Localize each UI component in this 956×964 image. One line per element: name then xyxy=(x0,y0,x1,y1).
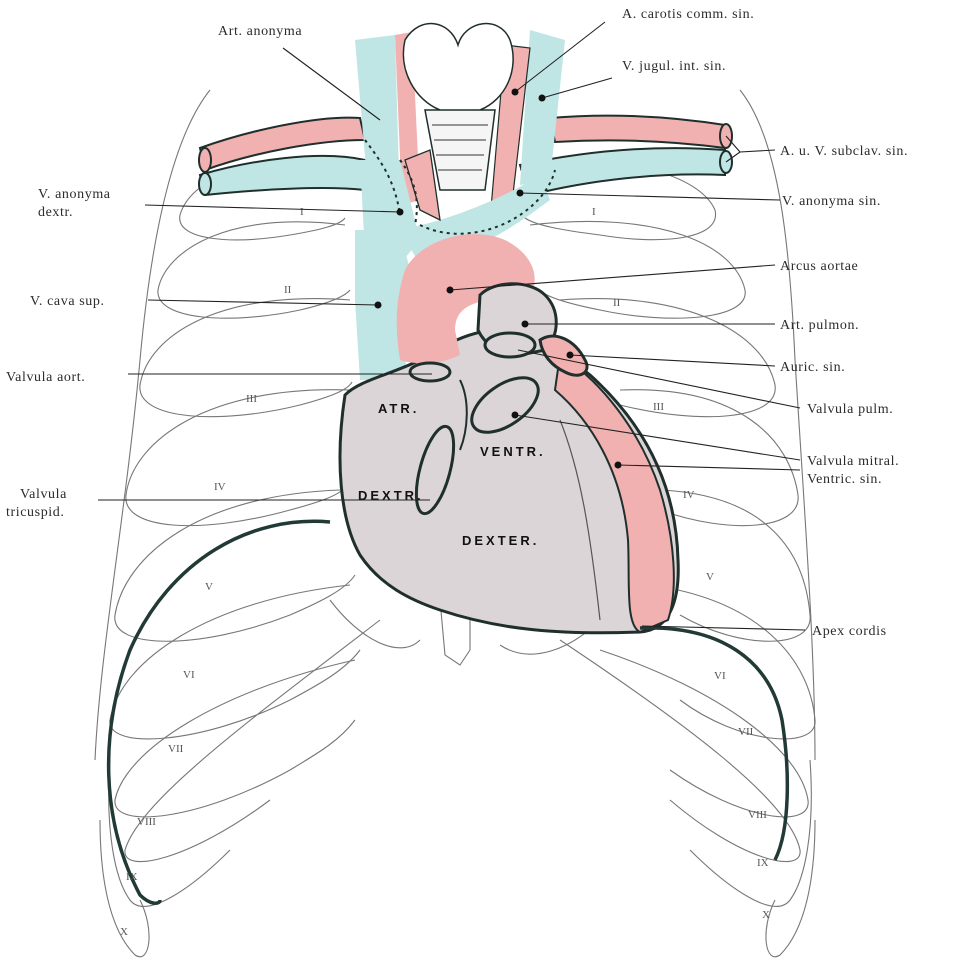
left-subclavian-artery xyxy=(550,116,725,148)
label-ventric-sin: Ventric. sin. xyxy=(807,472,882,487)
dot-a-carotis xyxy=(512,89,519,96)
leader-auric-sin xyxy=(570,355,775,366)
diaphragm-left xyxy=(640,628,787,860)
rib-numeral-r1: I xyxy=(300,206,304,218)
rib-numeral-l8: VIII xyxy=(748,809,767,821)
rib-numeral-r10: X xyxy=(120,926,128,938)
rib-left-5 xyxy=(660,490,810,641)
dot-arcus-aortae xyxy=(447,287,454,294)
rib-right-9 xyxy=(109,760,230,906)
rib-numeral-r7: VII xyxy=(168,743,184,755)
right-artery-stump xyxy=(199,148,211,172)
label-v-jugul: V. jugul. int. sin. xyxy=(622,59,726,74)
rib-numeral-r4: IV xyxy=(214,481,226,493)
label-art-pulmon: Art. pulmon. xyxy=(780,318,859,333)
rib-numeral-l10: X xyxy=(762,909,770,921)
trachea xyxy=(425,110,495,190)
rib-left-7 xyxy=(600,650,808,817)
rib-numeral-r2: II xyxy=(284,284,292,296)
valvula-aort-shape xyxy=(410,363,450,381)
rib-numeral-r9: IX xyxy=(126,871,138,883)
rib-numeral-r6: VI xyxy=(183,669,195,681)
heart-text-dexter: DEXTER. xyxy=(462,533,539,548)
rib-numeral-r8: VIII xyxy=(137,816,156,828)
heart-text-atr: ATR. xyxy=(378,401,419,416)
dot-valvula-mitral xyxy=(512,412,519,419)
great-vessels xyxy=(199,24,732,380)
label-valvula-tricuspid-1: Valvula xyxy=(20,487,67,502)
rib-left-8 xyxy=(560,640,800,862)
label-valvula-tricuspid-2: tricuspid. xyxy=(6,505,65,520)
label-art-anonyma: Art. anonyma xyxy=(218,24,302,39)
rib-numeral-r5: V xyxy=(205,581,213,593)
label-v-anonyma-dextr-1: V. anonyma xyxy=(38,187,111,202)
dot-v-anonyma-dextr xyxy=(397,209,404,216)
right-vein-stump xyxy=(199,173,211,195)
label-arcus-aortae: Arcus aortae xyxy=(780,259,858,274)
label-valvula-pulm: Valvula pulm. xyxy=(807,402,893,417)
rib-left-6 xyxy=(650,585,815,739)
label-valvula-mitral: Valvula mitral. xyxy=(807,454,899,469)
rib-right-arc xyxy=(95,90,210,760)
heart-text-dextr: DEXTR. xyxy=(358,488,424,503)
rib-right-8 xyxy=(125,620,380,862)
rib-numeral-l3: III xyxy=(653,401,664,413)
rib-numeral-l9: IX xyxy=(757,857,769,869)
thyroid xyxy=(403,24,513,120)
rib-right-6 xyxy=(110,585,360,739)
label-v-anonyma-sin: V. anonyma sin. xyxy=(782,194,881,209)
dot-v-jugul xyxy=(539,95,546,102)
dot-auric-sin xyxy=(567,352,574,359)
dot-v-anonyma-sin xyxy=(517,190,524,197)
rib-right-5 xyxy=(115,490,355,641)
rib-left-10 xyxy=(766,820,815,957)
valvula-pulm-shape xyxy=(485,333,535,357)
rib-numeral-l5: V xyxy=(706,571,714,583)
leader-v-cava-sup xyxy=(148,300,378,305)
rib-numeral-r3: III xyxy=(246,393,257,405)
dot-v-cava-sup xyxy=(375,302,382,309)
diaphragm xyxy=(109,521,330,903)
rib-numeral-l4: IV xyxy=(683,489,695,501)
rib-numeral-l2: II xyxy=(613,297,621,309)
label-v-anonyma-dextr-2: dextr. xyxy=(38,205,73,220)
label-auric-sin: Auric. sin. xyxy=(780,360,845,375)
label-a-carotis: A. carotis comm. sin. xyxy=(622,7,754,22)
label-v-cava-sup: V. cava sup. xyxy=(30,294,105,309)
heart-text-ventr: VENTR. xyxy=(480,444,546,459)
label-apex-cordis: Apex cordis xyxy=(812,624,887,639)
rib-numeral-l7: VII xyxy=(738,726,754,738)
leader-a-v-subclav-1 xyxy=(740,150,775,152)
dot-art-pulmon xyxy=(522,321,529,328)
label-a-v-subclav: A. u. V. subclav. sin. xyxy=(780,144,908,159)
rib-numeral-l6: VI xyxy=(714,670,726,682)
leader-v-anonyma-dextr xyxy=(145,205,400,212)
label-valvula-aort: Valvula aort. xyxy=(6,370,85,385)
leader-v-anonyma-sin xyxy=(520,193,780,200)
rib-left-arc xyxy=(740,90,815,760)
dot-ventric-sin xyxy=(615,462,622,469)
rib-numeral-l1: I xyxy=(592,206,596,218)
